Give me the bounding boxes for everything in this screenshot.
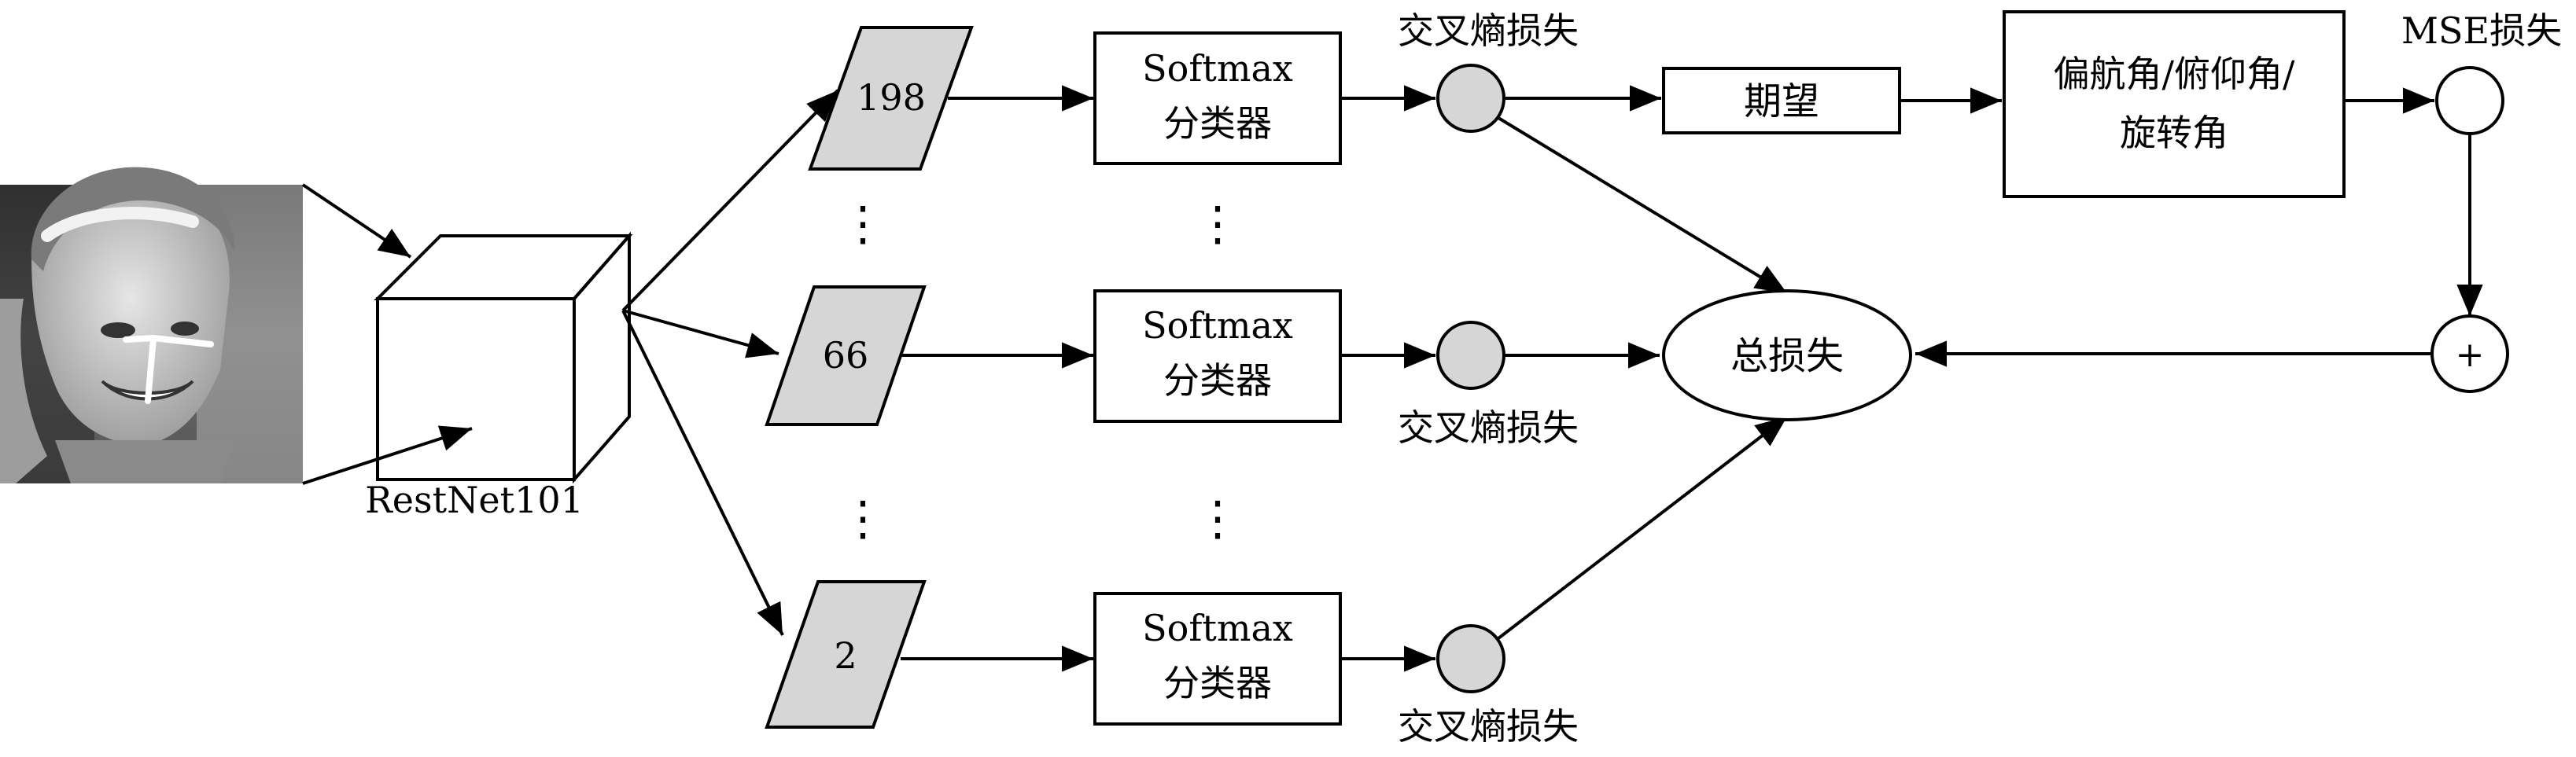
arrow-image-to-backbone-bottom bbox=[302, 425, 473, 485]
ellipsis-bins-upper: ⋮ bbox=[839, 197, 886, 252]
bin-parallelogram-bottom bbox=[765, 580, 927, 729]
arrow-image-to-backbone-top bbox=[301, 183, 412, 259]
input-face-image bbox=[0, 167, 303, 483]
arrow-ce-bottom-to-total-loss bbox=[1497, 415, 1789, 640]
bin-parallelogram-top bbox=[808, 26, 974, 171]
expectation-box bbox=[1662, 67, 1901, 134]
bin-label-top: 198 bbox=[857, 76, 926, 119]
mse-loss-circle bbox=[2435, 66, 2504, 135]
arrow-backbone-to-bin-top bbox=[621, 89, 839, 312]
bin-label-bottom: 2 bbox=[834, 634, 857, 677]
softmax-bottom-line1: Softmax bbox=[1142, 607, 1293, 649]
ce-loss-circle-top bbox=[1436, 64, 1505, 133]
softmax-top-line1: Softmax bbox=[1142, 47, 1293, 90]
ellipsis-softmax-upper: ⋮ bbox=[1194, 197, 1241, 252]
angles-line2: 旋转角 bbox=[2120, 112, 2228, 154]
ellipsis-bins-lower: ⋮ bbox=[839, 491, 886, 546]
total-loss-ellipse bbox=[1662, 289, 1912, 421]
softmax-box-top bbox=[1093, 31, 1342, 165]
ce-loss-circle-middle bbox=[1436, 321, 1505, 390]
backbone-box bbox=[374, 231, 633, 484]
expectation-label: 期望 bbox=[1744, 79, 1819, 123]
arrow-ce-top-to-total-loss bbox=[1497, 116, 1789, 295]
softmax-box-middle bbox=[1093, 289, 1342, 423]
ce-loss-label-middle: 交叉熵损失 bbox=[1398, 406, 1579, 449]
ellipsis-softmax-lower: ⋮ bbox=[1194, 491, 1241, 546]
ce-loss-circle-bottom bbox=[1436, 624, 1505, 693]
ce-loss-label-top: 交叉熵损失 bbox=[1398, 9, 1579, 52]
softmax-middle-line2: 分类器 bbox=[1163, 359, 1272, 402]
arrow-backbone-to-bin-bottom bbox=[621, 310, 784, 636]
softmax-box-bottom bbox=[1093, 592, 1342, 726]
angles-line1: 偏航角/俯仰角/ bbox=[2054, 53, 2295, 95]
bin-parallelogram-middle bbox=[765, 285, 927, 426]
angles-box bbox=[2003, 10, 2346, 198]
softmax-top-line2: 分类器 bbox=[1163, 102, 1272, 145]
bin-label-middle: 66 bbox=[823, 334, 869, 377]
total-loss-label: 总损失 bbox=[1730, 334, 1844, 378]
softmax-bottom-line2: 分类器 bbox=[1163, 662, 1272, 704]
backbone-label: RestNet101 bbox=[365, 479, 584, 521]
mse-loss-label: MSE损失 bbox=[2401, 9, 2562, 52]
ce-loss-label-bottom: 交叉熵损失 bbox=[1398, 705, 1579, 748]
arrow-backbone-to-bin-middle bbox=[622, 309, 779, 358]
plus-label: + bbox=[2456, 335, 2485, 375]
softmax-middle-line1: Softmax bbox=[1142, 304, 1293, 347]
